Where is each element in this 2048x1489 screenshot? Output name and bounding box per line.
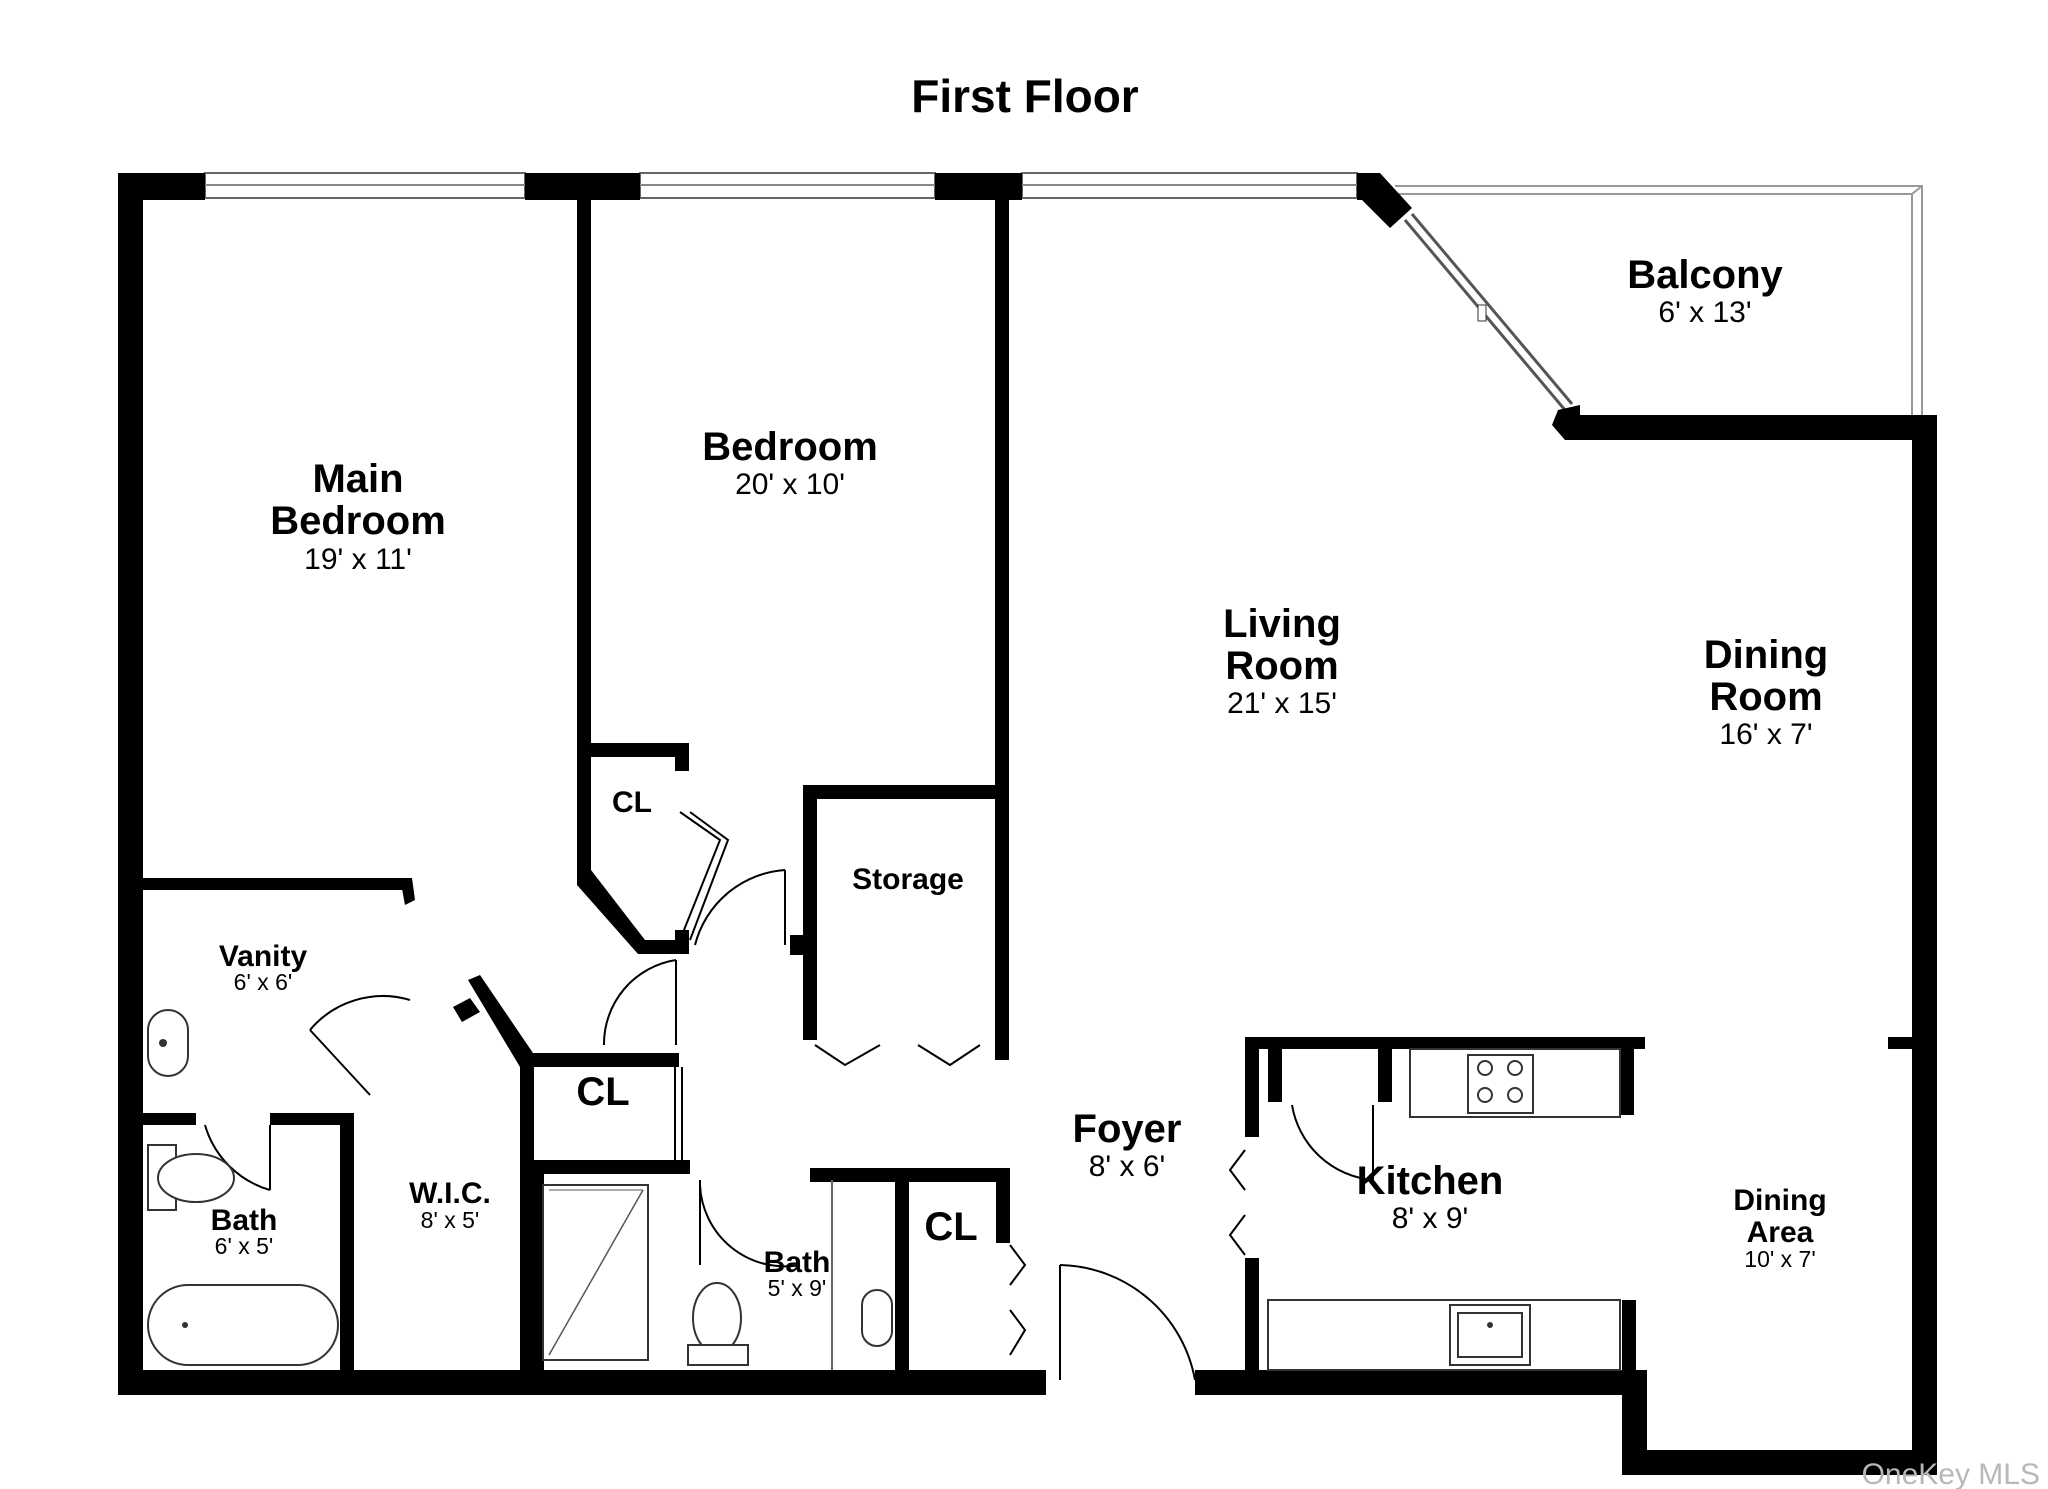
exterior-walls [118,173,1937,1475]
kitchen-label: Kitchen [1357,1159,1504,1203]
bath-main-size: 6' x 5' [215,1233,274,1259]
living-room-size: 21' x 15' [1227,687,1337,720]
room-dining-area: Dining Area 10' x 7' [1733,1184,1826,1272]
balcony-railing [1395,185,1923,418]
wic-label: W.I.C. [409,1177,491,1210]
room-dining-room: Dining Room 16' x 7' [1704,633,1828,751]
closet-hall-label: CL [576,1070,629,1114]
room-closet-bedroom: CL [612,786,652,819]
room-bedroom: Bedroom 20' x 10' [702,425,878,501]
bath-hall-size: 5' x 9' [768,1275,827,1301]
bath-fixtures [147,1009,893,1370]
dining-room-label-2: Room [1709,675,1822,719]
storage-label: Storage [852,863,964,896]
room-kitchen: Kitchen 8' x 9' [1357,1159,1504,1235]
closet-foyer-label: CL [924,1205,977,1249]
closet-bedroom-label: CL [612,786,652,819]
kitchen-size: 8' x 9' [1392,1202,1469,1235]
dining-area-size: 10' x 7' [1744,1246,1815,1272]
room-wic: W.I.C. 8' x 5' [409,1177,491,1233]
vanity-label: Vanity [219,940,308,973]
living-room-label-1: Living [1223,602,1341,646]
bedroom-size: 20' x 10' [735,468,845,501]
kitchen-fixtures [1267,1048,1621,1371]
door-swings [204,869,1374,1381]
floor-title: First Floor [911,70,1139,122]
room-closet-foyer: CL [924,1205,977,1249]
balcony-sliding-door [1403,213,1574,411]
room-balcony: Balcony 6' x 13' [1627,253,1783,329]
wic-size: 8' x 5' [421,1207,480,1233]
room-living-room: Living Room 21' x 15' [1223,602,1341,720]
room-vanity: Vanity 6' x 6' [219,940,308,995]
balcony-size: 6' x 13' [1658,296,1751,329]
room-foyer: Foyer 8' x 6' [1073,1107,1182,1183]
vanity-size: 6' x 6' [234,969,293,995]
dining-area-label-1: Dining [1733,1184,1826,1217]
room-bath-hall: Bath 5' x 9' [764,1246,831,1301]
room-main-bedroom: Main Bedroom 19' x 11' [270,457,446,576]
room-closet-hall: CL [576,1070,629,1114]
interior-walls [143,198,1912,1390]
foyer-size: 8' x 6' [1089,1150,1166,1183]
dining-room-label-1: Dining [1704,633,1828,677]
main-bedroom-size: 19' x 11' [304,543,412,576]
bath-hall-label: Bath [764,1246,831,1279]
bedroom-label: Bedroom [702,425,878,469]
watermark: OneKey MLS [1862,1458,2040,1489]
windows [204,172,1358,199]
main-bedroom-label-1: Main [312,457,403,501]
bifold-doors [674,811,1246,1356]
room-storage: Storage [852,863,964,896]
main-bedroom-label-2: Bedroom [270,499,446,543]
dining-area-label-2: Area [1747,1216,1814,1249]
room-bath-main: Bath 6' x 5' [211,1204,278,1259]
living-room-label-2: Room [1225,644,1338,688]
bath-main-label: Bath [211,1204,278,1237]
foyer-label: Foyer [1073,1107,1182,1151]
dining-room-size: 16' x 7' [1719,718,1812,751]
balcony-label: Balcony [1627,253,1783,297]
